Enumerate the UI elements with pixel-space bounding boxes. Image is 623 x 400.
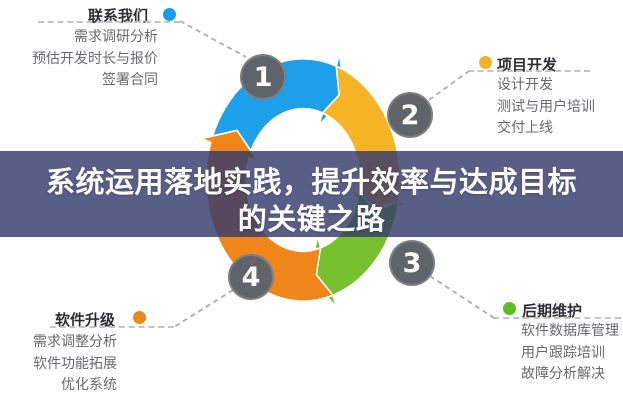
connector-lines	[173, 20, 495, 328]
step3-bullet-dot	[503, 302, 516, 315]
list-item: 优化系统	[61, 377, 117, 393]
step2-title: 项目开发	[497, 56, 558, 74]
list-item: 设计开发	[497, 77, 553, 93]
list-item: 需求调研分析	[74, 29, 158, 45]
step4-bullet-dot	[133, 311, 146, 324]
step4-title: 软件升级	[54, 311, 115, 329]
list-item: 交付上线	[497, 120, 553, 136]
step1-bullet-dot	[163, 8, 176, 21]
connector-step1	[179, 20, 247, 58]
step4-item-list: 需求调整分析 软件功能拓展 优化系统	[0, 332, 117, 397]
list-item: 签署合同	[102, 72, 158, 88]
step1-dashed-rule	[38, 21, 180, 23]
list-item: 测试与用户培训	[497, 98, 595, 115]
step-number-1: 1	[253, 61, 273, 93]
banner-title-line2: 的关键之路	[237, 202, 386, 236]
step-number-2: 2	[400, 99, 420, 131]
step-number-4: 4	[241, 261, 261, 293]
connector-step4	[173, 289, 234, 328]
list-item: 故障分析解决	[521, 366, 605, 382]
step4-dashed-rule	[50, 326, 174, 328]
list-item: 需求调整分析	[33, 334, 117, 350]
ring-segment-1-blue	[210, 53, 346, 159]
step-badge-3: 3	[389, 240, 435, 286]
banner-title-line1: 系统运用落地实践，提升效率与达成目标	[45, 165, 577, 199]
list-item: 用户跟踪培训	[521, 344, 605, 361]
step2-bullet-dot	[479, 56, 492, 69]
connector-step3	[429, 275, 495, 319]
connector-step2	[428, 70, 470, 101]
step3-item-list: 软件数据库管理 用户跟踪培训 故障分析解决	[521, 321, 619, 386]
list-item: 预估开发时长与报价	[32, 50, 158, 67]
step3-dashed-rule	[493, 317, 621, 319]
list-item: 软件数据库管理	[521, 323, 619, 339]
step-badge-4: 4	[228, 254, 274, 300]
title-banner: 系统运用落地实践，提升效率与达成目标 的关键之路	[0, 151, 623, 237]
list-item: 软件功能拓展	[33, 355, 117, 372]
step-number-3: 3	[402, 247, 422, 279]
step1-title: 联系我们	[87, 7, 148, 25]
step2-dashed-rule	[468, 70, 590, 72]
step-badge-1: 1	[240, 54, 286, 100]
step3-title: 后期维护	[522, 302, 583, 320]
step2-item-list: 设计开发 测试与用户培训 交付上线	[497, 75, 595, 140]
step-badge-2: 2	[387, 92, 433, 138]
step1-item-list: 需求调研分析 预估开发时长与报价 签署合同	[0, 27, 158, 92]
